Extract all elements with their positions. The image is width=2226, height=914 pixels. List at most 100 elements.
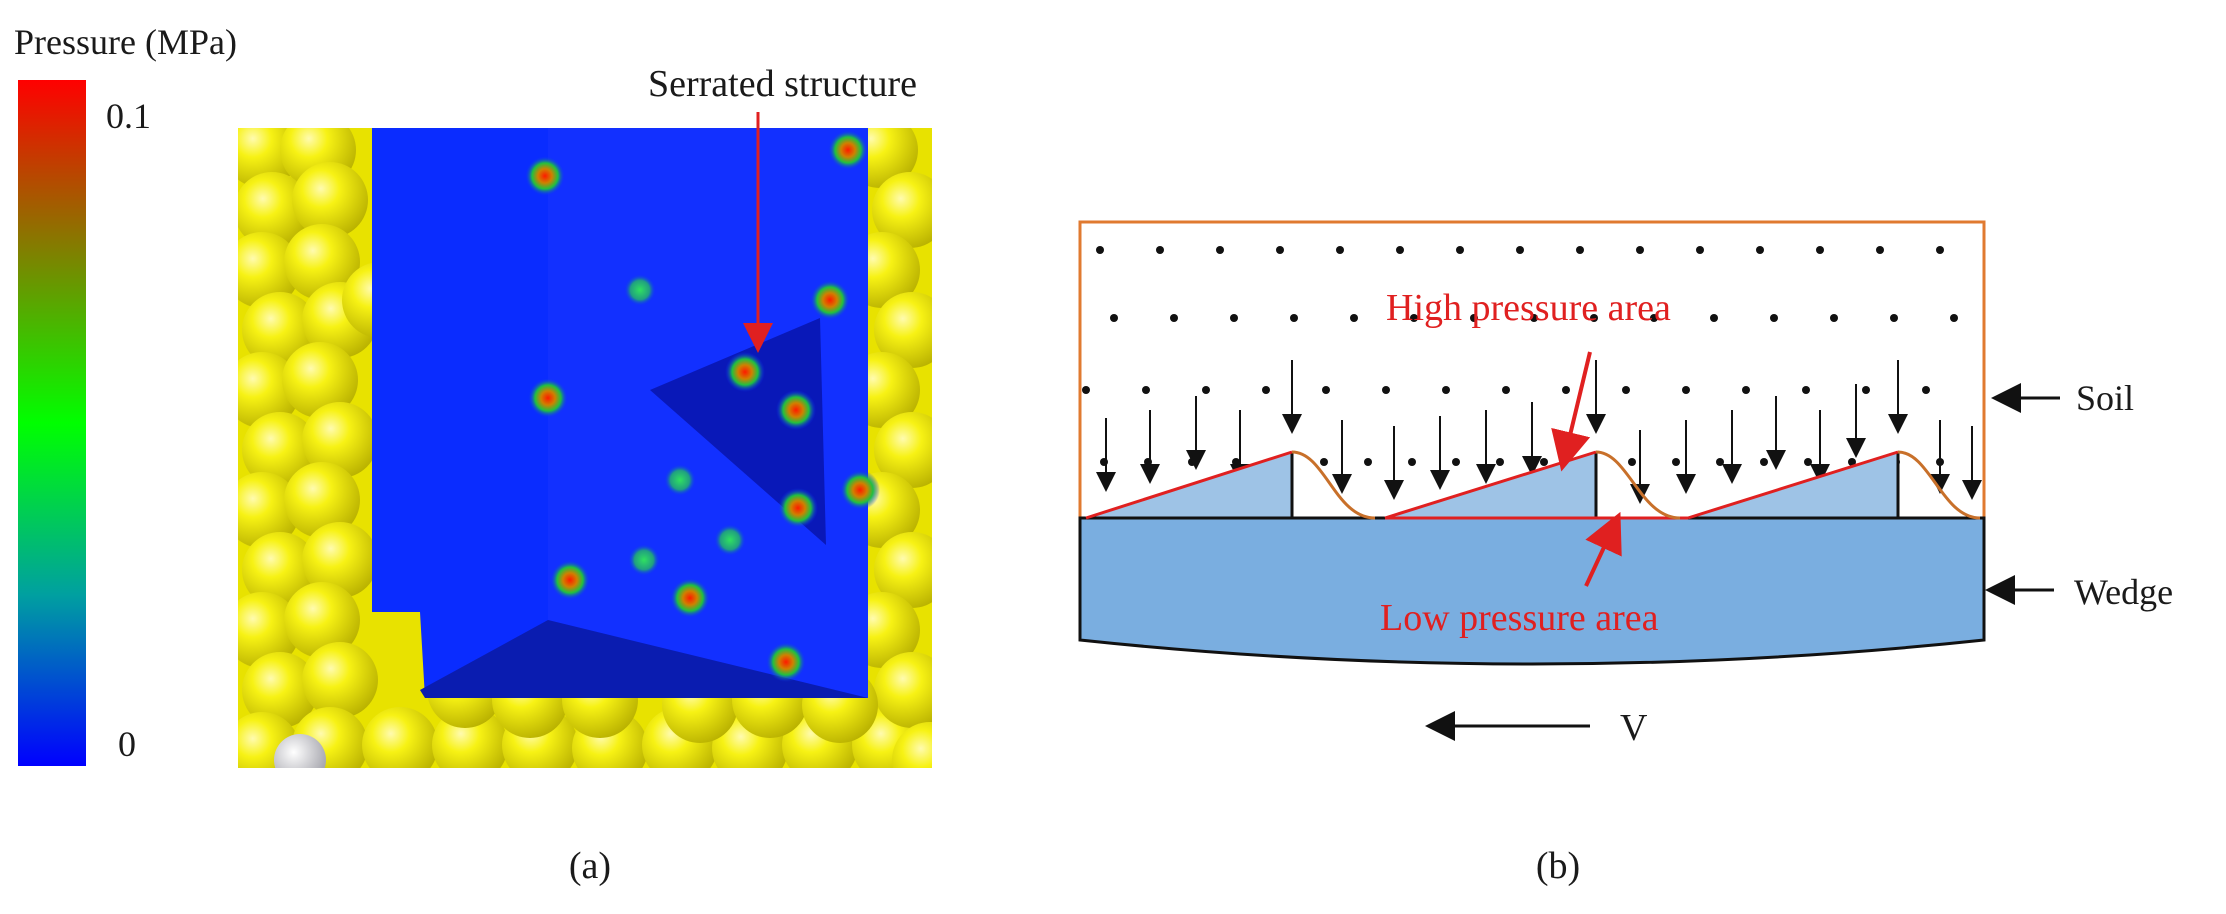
- low-pressure-label: Low pressure area: [1380, 597, 1659, 639]
- soil-dot: [1290, 314, 1298, 322]
- soil-dot: [1950, 314, 1958, 322]
- soil-dot: [1636, 246, 1644, 254]
- soil-dot: [1322, 386, 1330, 394]
- pressure-hotspot: [550, 560, 590, 600]
- soil-particle: [284, 462, 360, 538]
- soil-dot: [1936, 246, 1944, 254]
- soil-dot: [1516, 246, 1524, 254]
- colorbar-min-label: 0: [118, 724, 136, 764]
- soil-dot: [1216, 246, 1224, 254]
- soil-particle: [362, 707, 438, 768]
- soil-dots: [1082, 246, 1958, 466]
- soil-particle: [238, 472, 300, 548]
- soil-dot: [1816, 246, 1824, 254]
- soil-dot: [1650, 314, 1658, 322]
- soil-dot: [1142, 386, 1150, 394]
- soil-dot: [1742, 386, 1750, 394]
- grey-particle: [274, 734, 326, 768]
- colorbar-title: Pressure (MPa): [14, 22, 237, 62]
- soil-dot: [1696, 246, 1704, 254]
- pressure-hotspots: [525, 130, 880, 682]
- panel-a: Pressure (MPa) 0.1 0 Serrated structure …: [14, 22, 932, 887]
- soil-particle: [238, 592, 300, 668]
- high-pressure-edge-3: [1687, 450, 1899, 520]
- soil-dot: [1410, 314, 1418, 322]
- soil-dot: [1830, 314, 1838, 322]
- soil-dot: [1540, 458, 1548, 466]
- soil-particle: [238, 172, 310, 248]
- soil-dot: [1848, 458, 1856, 466]
- pressure-hotspot: [766, 642, 806, 682]
- velocity-label: V: [1620, 707, 1648, 749]
- low-pressure-arrow: [1584, 511, 1622, 587]
- soil-particle: [892, 722, 932, 768]
- soil-dot: [1096, 246, 1104, 254]
- soil-dot: [1530, 314, 1538, 322]
- soil-dot: [1622, 386, 1630, 394]
- soil-particle: [242, 532, 318, 608]
- soil-dot: [1188, 458, 1196, 466]
- soil-dot: [1576, 246, 1584, 254]
- pressure-curve-1: [1291, 450, 1376, 520]
- high-pressure-label: High pressure area: [1386, 287, 1671, 329]
- soil-dot: [1710, 314, 1718, 322]
- wedge-block: [1078, 516, 1986, 666]
- pressure-curve-2: [1595, 450, 1681, 520]
- soil-particle: [238, 232, 300, 308]
- soil-particle: [874, 412, 932, 488]
- serration-tooth: [650, 318, 826, 545]
- soil-dot: [1170, 314, 1178, 322]
- high-pressure-arrow: [1551, 351, 1592, 472]
- pressure-hotspot: [664, 464, 696, 496]
- soil-label: Soil: [2076, 378, 2134, 418]
- soil-particle: [284, 582, 360, 658]
- pressure-hotspot: [725, 352, 765, 392]
- wedge-bottom-shadow: [420, 620, 868, 698]
- pressure-hotspot: [840, 470, 880, 510]
- pressure-hotspot: [628, 544, 660, 576]
- soil-dot: [1876, 246, 1884, 254]
- soil-particle: [874, 532, 932, 608]
- soil-dot: [1320, 458, 1328, 466]
- soil-dot: [1672, 458, 1680, 466]
- soil-dot: [1408, 458, 1416, 466]
- pressure-curve-3: [1897, 450, 1981, 520]
- soil-dot: [1082, 386, 1090, 394]
- soil-particle: [302, 522, 378, 598]
- soil-dot: [1890, 314, 1898, 322]
- pressure-hotspot: [670, 578, 710, 618]
- soil-dot: [1770, 314, 1778, 322]
- pressure-colorbar: [18, 80, 86, 766]
- soil-dot: [1202, 386, 1210, 394]
- pressure-hotspot: [525, 156, 565, 196]
- soil-dot: [1682, 386, 1690, 394]
- pressure-hotspot: [810, 280, 850, 320]
- panel-b: High pressure area Low pressure area Soi…: [1078, 220, 2173, 887]
- soil-dot: [1628, 458, 1636, 466]
- soil-dot: [1232, 458, 1240, 466]
- soil-dot: [1502, 386, 1510, 394]
- soil-dot: [1802, 386, 1810, 394]
- soil-particle: [872, 172, 932, 248]
- soil-particle: [242, 652, 318, 728]
- soil-particle: [302, 642, 378, 718]
- soil-dot: [1364, 458, 1372, 466]
- pressure-hotspot: [528, 378, 568, 418]
- pressure-arrows: [1096, 360, 1982, 504]
- soil-dot: [1590, 314, 1598, 322]
- soil-dot: [1452, 458, 1460, 466]
- soil-particle: [874, 292, 932, 368]
- pressure-hotspot: [624, 274, 656, 306]
- soil-particle: [874, 652, 932, 728]
- soil-dot: [1110, 314, 1118, 322]
- soil-dot: [1442, 386, 1450, 394]
- soil-dot: [1456, 246, 1464, 254]
- soil-dot: [1756, 246, 1764, 254]
- soil-dot: [1262, 386, 1270, 394]
- soil-dot: [1562, 386, 1570, 394]
- soil-dot: [1350, 314, 1358, 322]
- pressure-hotspot: [714, 524, 746, 556]
- pressure-hotspot: [778, 488, 818, 528]
- caption-a: (a): [569, 845, 611, 887]
